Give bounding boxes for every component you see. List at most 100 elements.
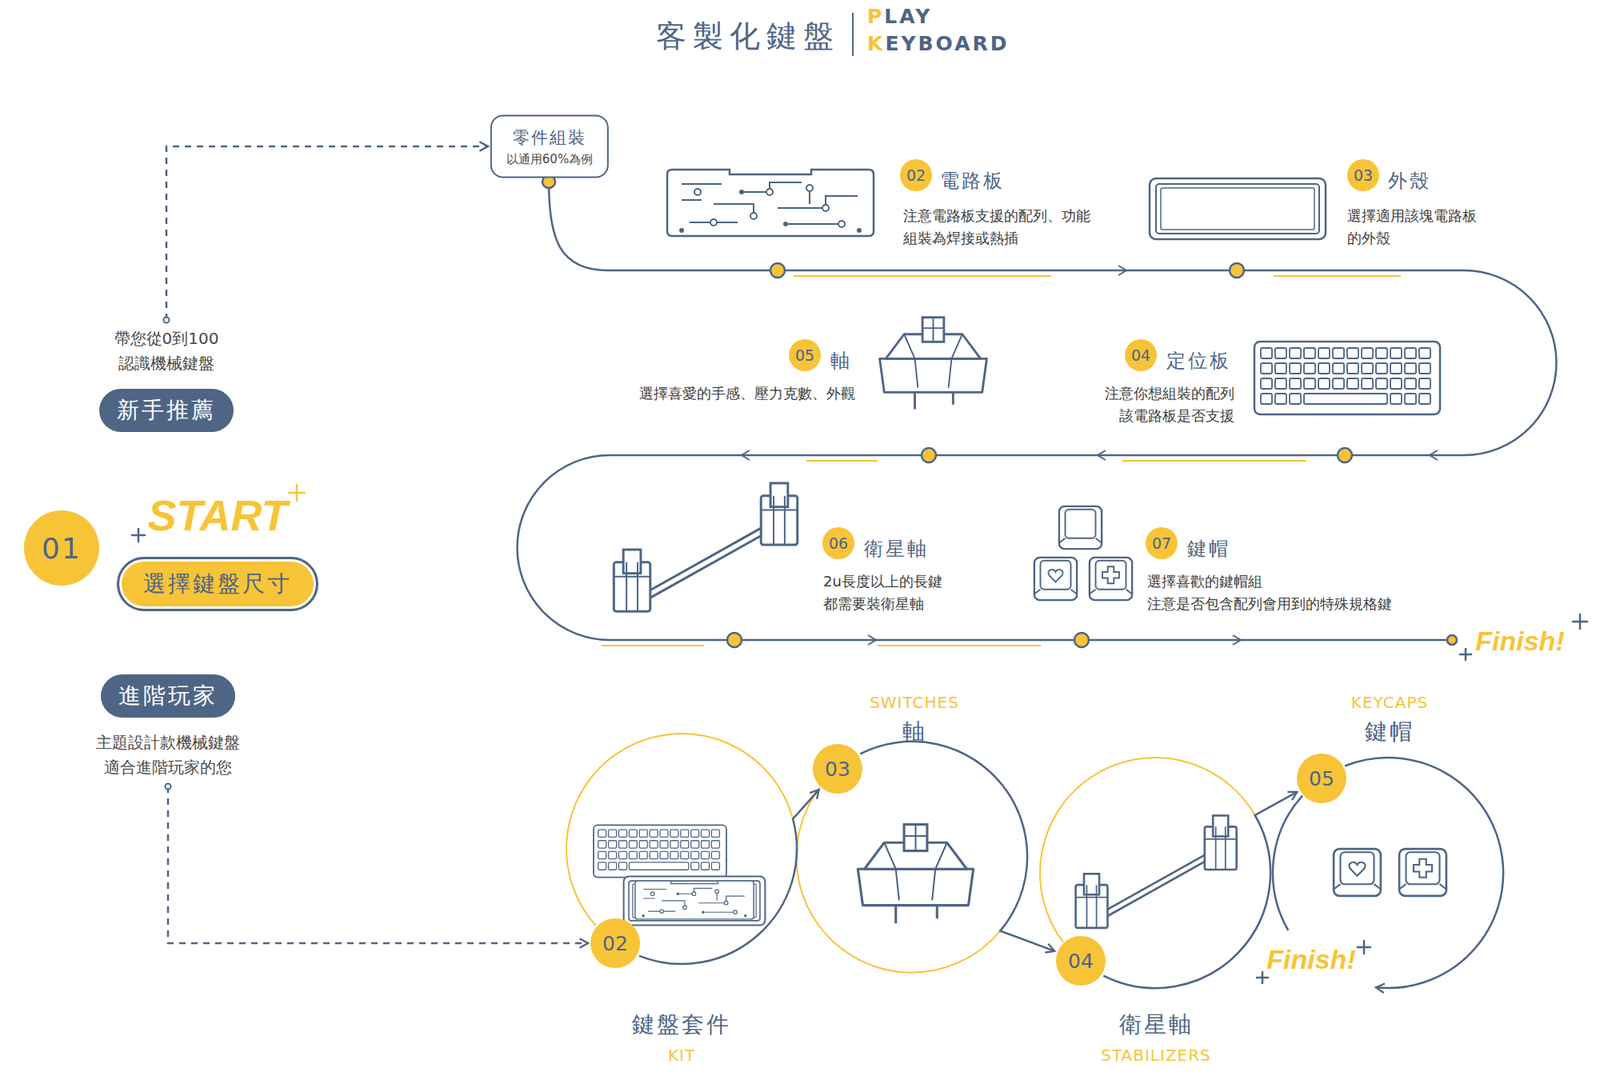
step-title: 衛星軸 xyxy=(1119,1009,1194,1040)
step-title: 鍵盤套件 xyxy=(632,1009,732,1040)
step-title: 鍵帽 xyxy=(1187,536,1231,562)
start-mark: START xyxy=(148,490,288,540)
figure-path xyxy=(868,635,876,645)
step-circle: 03外殼選擇適用該塊電路板 的外殼 xyxy=(1347,159,1380,192)
callout-number: 05 xyxy=(1308,767,1335,791)
connector-start-dot xyxy=(164,317,170,324)
switch-figure xyxy=(880,317,988,410)
callout-number: 03 xyxy=(1353,166,1373,184)
step-note: 選擇喜歡的鍵帽組 注意是否包含配列會用到的特殊規格鍵 xyxy=(1147,570,1420,616)
step-note: 注意電路板支援的配列、功能 組裝為焊接或熱插 xyxy=(903,204,1112,250)
pcb-figure xyxy=(667,169,874,236)
sparkle-plus xyxy=(132,484,1588,984)
figure-circle xyxy=(1229,263,1244,278)
step-title: 軸 xyxy=(830,348,852,374)
step-note: 注意你想組裝的配列 該電路板是否支援 xyxy=(1074,382,1235,428)
step-title: 電路板 xyxy=(940,168,1005,194)
step-subtitle: KIT xyxy=(668,1045,696,1065)
circle-arcs xyxy=(566,733,1256,973)
accent-lines xyxy=(601,276,1401,646)
figure-circle xyxy=(921,448,936,463)
logo-word: PLAY xyxy=(867,4,932,28)
level-pill: 進階玩家 xyxy=(100,674,236,718)
flow-dots xyxy=(542,175,1457,648)
logo-word: KEYBOARD xyxy=(867,32,1010,56)
plus-mark xyxy=(1413,859,1432,878)
intro-note: 主題設計款機械鍵盤 適合進階玩家的您 xyxy=(72,730,264,780)
advanced-group: 進階玩家主題設計款機械鍵盤 適合進階玩家的您 xyxy=(72,674,264,780)
flow-connector xyxy=(166,146,488,320)
step-circle: 01 xyxy=(24,510,100,586)
figure-line xyxy=(877,644,1041,647)
callout-number: 02 xyxy=(906,166,926,184)
finish-mark: Finish! xyxy=(1266,944,1356,976)
flow-connector xyxy=(639,789,820,964)
flow-path xyxy=(517,181,1557,640)
figure-circle xyxy=(727,632,742,648)
keycap-figure xyxy=(1059,506,1102,549)
step-circle: 02鍵盤套件KIT xyxy=(590,918,640,968)
plus-mark xyxy=(1102,566,1120,584)
step-circle: 02電路板注意電路板支援的配列、功能 組裝為焊接或熱插 xyxy=(900,159,932,192)
figure-circle xyxy=(1337,448,1352,463)
step-subtitle: KEYCAPS xyxy=(1351,692,1428,712)
size-pill: 選擇鍵盤尺寸 xyxy=(116,556,319,612)
flow-connector xyxy=(860,741,1055,952)
step-circle: 04衛星軸STABILIZERS xyxy=(1056,936,1106,986)
step-note: 2u長度以上的長鍵 都需要裝衛星軸 xyxy=(823,570,968,616)
keycap-figure xyxy=(1333,848,1381,896)
step-title: 鍵帽 xyxy=(1364,716,1415,748)
figure-path xyxy=(1272,796,1303,931)
step-circle: 04定位板注意你想組裝的配列 該電路板是否支援 xyxy=(1124,339,1157,372)
pcb-figure xyxy=(635,880,754,920)
switch-figure xyxy=(857,824,973,924)
step-note: 選擇喜愛的手感、壓力克數、外觀 xyxy=(639,382,856,405)
figure-path xyxy=(796,787,1001,972)
plate-figure xyxy=(1254,341,1440,415)
step-title: 衛星軸 xyxy=(864,536,929,562)
box-note: 以通用60%為例 xyxy=(506,152,593,168)
figure-path xyxy=(288,484,305,501)
callout-number: 04 xyxy=(1068,949,1094,973)
plate-figure xyxy=(593,824,727,877)
title-divider xyxy=(852,12,854,56)
figure-line xyxy=(1122,460,1307,462)
step-circle: 07鍵帽選擇喜歡的鍵帽組 注意是否包含配列會用到的特殊規格鍵 xyxy=(1145,527,1178,560)
figure-path xyxy=(1572,614,1588,629)
callout-number: 03 xyxy=(824,757,851,781)
step-circle: 06衛星軸2u長度以上的長鍵 都需要裝衛星軸 xyxy=(822,527,855,560)
figure-path xyxy=(566,733,793,926)
stabilizer-figure xyxy=(1076,815,1237,928)
case-figure xyxy=(624,876,766,925)
step-title: 外殼 xyxy=(1388,168,1432,194)
step-circle: 05KEYCAPS鍵帽 xyxy=(1296,753,1347,804)
callout-number: 02 xyxy=(602,932,628,956)
step-subtitle: STABILIZERS xyxy=(1100,1045,1212,1065)
case-figure xyxy=(1149,178,1326,240)
stabilizer-figure xyxy=(613,483,797,612)
flow-connector xyxy=(168,786,588,944)
figure-path xyxy=(1256,972,1268,984)
step-title: 定位板 xyxy=(1166,348,1232,374)
heart-mark xyxy=(1348,862,1365,876)
figure-path xyxy=(1460,648,1472,660)
page-title: 客製化鍵盤 xyxy=(656,16,840,57)
keycap-figure xyxy=(1399,848,1447,896)
step-note: 選擇適用該塊電路板 的外殼 xyxy=(1347,204,1508,250)
step-subtitle: SWITCHES xyxy=(869,692,960,712)
figure-line xyxy=(1273,275,1401,277)
figure-path xyxy=(1118,265,1127,276)
figure-circle xyxy=(1447,635,1457,645)
heart-mark xyxy=(1048,569,1063,582)
keycap-figure xyxy=(1034,557,1077,600)
figure-path xyxy=(741,450,750,460)
step-label: 選擇鍵盤尺寸 xyxy=(143,568,292,600)
beginner-group: 帶您從0到100 認識機械鍵盤新手推薦 xyxy=(86,326,247,432)
level-pill: 新手推薦 xyxy=(99,388,234,432)
figure-line xyxy=(806,460,878,462)
callout-number: 07 xyxy=(1152,534,1172,552)
connector-start-dot xyxy=(165,784,172,790)
figure-circle xyxy=(1074,632,1089,648)
figure-circle xyxy=(770,263,785,278)
figure-line xyxy=(793,275,1052,277)
